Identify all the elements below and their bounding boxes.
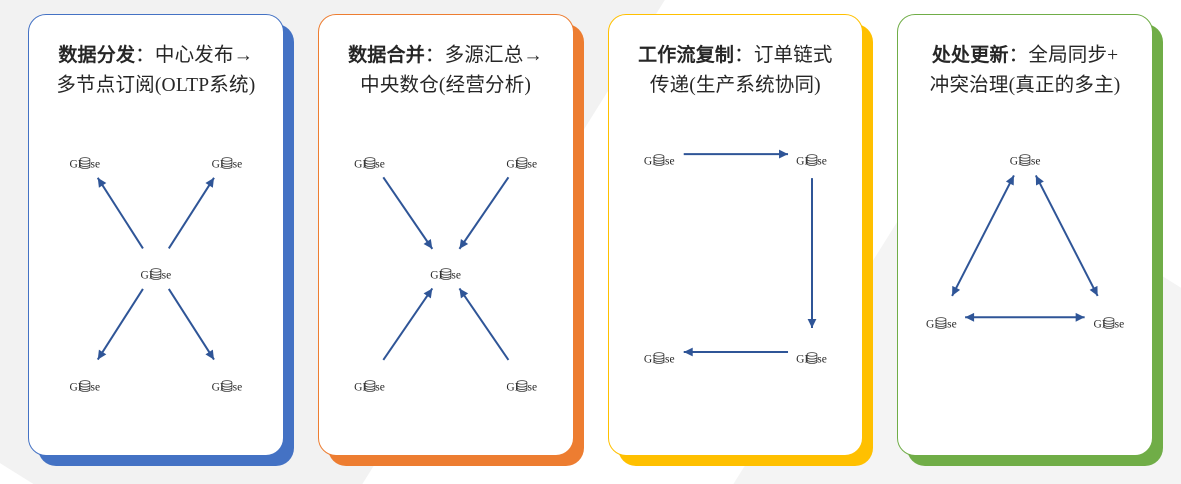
database-node: GBase bbox=[197, 156, 257, 171]
arrow-head bbox=[423, 238, 433, 249]
card-workflow-replication[interactable]: 工作流复制：订单链式 传递(生产系统协同) GBaseGBaseGBaseGBa… bbox=[607, 14, 874, 466]
arrow-head bbox=[205, 177, 214, 188]
arrow-layer bbox=[96, 176, 215, 360]
card-title-line2: 多节点订阅(OLTP系统) bbox=[56, 74, 256, 96]
database-node: GBase bbox=[782, 350, 842, 365]
arrow-head bbox=[205, 349, 214, 360]
card-update-anywhere[interactable]: 处处更新：全局同步+ 冲突治理(真正的多主) GBaseGBaseGBase bbox=[897, 14, 1163, 466]
database-cylinder-icon bbox=[806, 351, 817, 364]
card-title: 工作流复制：订单链式 传递(生产系统协同) bbox=[625, 41, 847, 100]
arrow-head bbox=[807, 318, 816, 328]
arrow-head bbox=[459, 238, 468, 249]
arrow-line bbox=[458, 287, 510, 361]
arrow-head bbox=[1075, 312, 1085, 322]
arrow-head bbox=[1036, 175, 1045, 186]
card-title-lead: 数据合并 bbox=[348, 45, 425, 66]
arrow-head bbox=[423, 288, 433, 299]
arrow-head bbox=[778, 149, 788, 159]
database-cylinder-icon bbox=[516, 157, 528, 170]
database-cylinder-icon bbox=[1019, 154, 1031, 166]
database-node: GBase bbox=[340, 378, 400, 393]
card-title-line2: 传递(生产系统协同) bbox=[649, 74, 821, 96]
card-title: 数据合并：多源汇总→ 中央数仓(经营分析) bbox=[335, 41, 557, 100]
card-title-rest: ：全局同步+ bbox=[1008, 45, 1119, 66]
database-cylinder-icon bbox=[364, 379, 375, 392]
database-cylinder-icon bbox=[516, 379, 528, 392]
arrow-line bbox=[458, 176, 510, 250]
arrow-line bbox=[382, 176, 433, 250]
card-title-rest: ：多源汇总→ bbox=[424, 45, 544, 66]
database-node: GBase bbox=[1079, 316, 1139, 331]
database-node: GBase bbox=[126, 267, 186, 282]
database-node: GBase bbox=[197, 378, 257, 393]
card-data-consolidation[interactable]: 数据合并：多源汇总→ 中央数仓(经营分析) GBaseGBaseGBaseGBa… bbox=[317, 14, 584, 466]
card-title-rest: ：订单链式 bbox=[734, 45, 833, 66]
database-cylinder-icon bbox=[79, 157, 91, 170]
arrow-layer bbox=[683, 149, 816, 357]
database-node: GBase bbox=[995, 152, 1055, 167]
database-node: GBase bbox=[416, 267, 476, 282]
database-node: GBase bbox=[55, 378, 115, 393]
arrow-line bbox=[1035, 174, 1099, 297]
database-node: GBase bbox=[629, 350, 689, 365]
card-title-line2: 中央数仓(经营分析) bbox=[360, 74, 532, 96]
database-cylinder-icon bbox=[364, 157, 375, 170]
card-title: 数据分发：中心发布→ 多节点订阅(OLTP系统) bbox=[45, 41, 267, 100]
database-cylinder-icon bbox=[653, 351, 665, 364]
arrow-line bbox=[951, 174, 1016, 297]
card-title-rest: ：中心发布→ bbox=[135, 45, 254, 66]
arrow-head bbox=[97, 349, 107, 360]
arrow-head bbox=[683, 347, 693, 357]
diagram-triangle-mesh: GBaseGBaseGBase bbox=[898, 108, 1152, 455]
database-node: GBase bbox=[340, 156, 400, 171]
card-title-lead: 数据分发 bbox=[58, 45, 136, 66]
arrow-head bbox=[965, 312, 975, 322]
database-cylinder-icon bbox=[806, 154, 817, 166]
card-title-lead: 工作流复制 bbox=[638, 45, 735, 66]
card-title-line2: 冲突治理(真正的多主) bbox=[929, 74, 1121, 96]
card-data-distribution[interactable]: 数据分发：中心发布→ 多节点订阅(OLTP系统) GBaseGBaseGBase… bbox=[28, 14, 294, 466]
arrow-line bbox=[167, 288, 215, 360]
card-title: 处处更新：全局同步+ 冲突治理(真正的多主) bbox=[914, 41, 1136, 100]
database-cylinder-icon bbox=[653, 154, 665, 166]
arrow-line bbox=[96, 288, 144, 360]
card-title-lead: 处处更新 bbox=[931, 45, 1009, 66]
database-cylinder-icon bbox=[440, 268, 451, 281]
database-node: GBase bbox=[629, 152, 689, 167]
diagram-chain-ring: GBaseGBaseGBaseGBase bbox=[609, 108, 863, 455]
arrow-layer bbox=[382, 176, 510, 361]
arrow-head bbox=[952, 285, 961, 296]
arrow-layer bbox=[951, 174, 1099, 322]
database-cylinder-icon bbox=[150, 268, 162, 281]
arrow-head bbox=[1006, 175, 1015, 186]
database-cylinder-icon bbox=[221, 157, 233, 170]
database-node: GBase bbox=[492, 156, 552, 171]
database-cylinder-icon bbox=[936, 317, 947, 329]
database-node: GBase bbox=[492, 378, 552, 393]
database-node: GBase bbox=[911, 316, 971, 331]
database-node: GBase bbox=[782, 152, 842, 167]
arrow-line bbox=[96, 176, 144, 249]
diagram-spokes-to-hub: GBaseGBaseGBaseGBaseGBase bbox=[319, 108, 573, 455]
arrow-head bbox=[97, 177, 107, 188]
arrow-head bbox=[1089, 285, 1098, 296]
arrow-head bbox=[459, 288, 468, 299]
arrow-line bbox=[167, 176, 215, 249]
diagram-hub-to-spokes: GBaseGBaseGBaseGBaseGBase bbox=[29, 108, 283, 455]
database-cylinder-icon bbox=[79, 379, 91, 392]
database-node: GBase bbox=[55, 156, 115, 171]
database-cylinder-icon bbox=[1103, 317, 1115, 329]
database-cylinder-icon bbox=[221, 379, 233, 392]
arrow-line bbox=[382, 287, 433, 361]
